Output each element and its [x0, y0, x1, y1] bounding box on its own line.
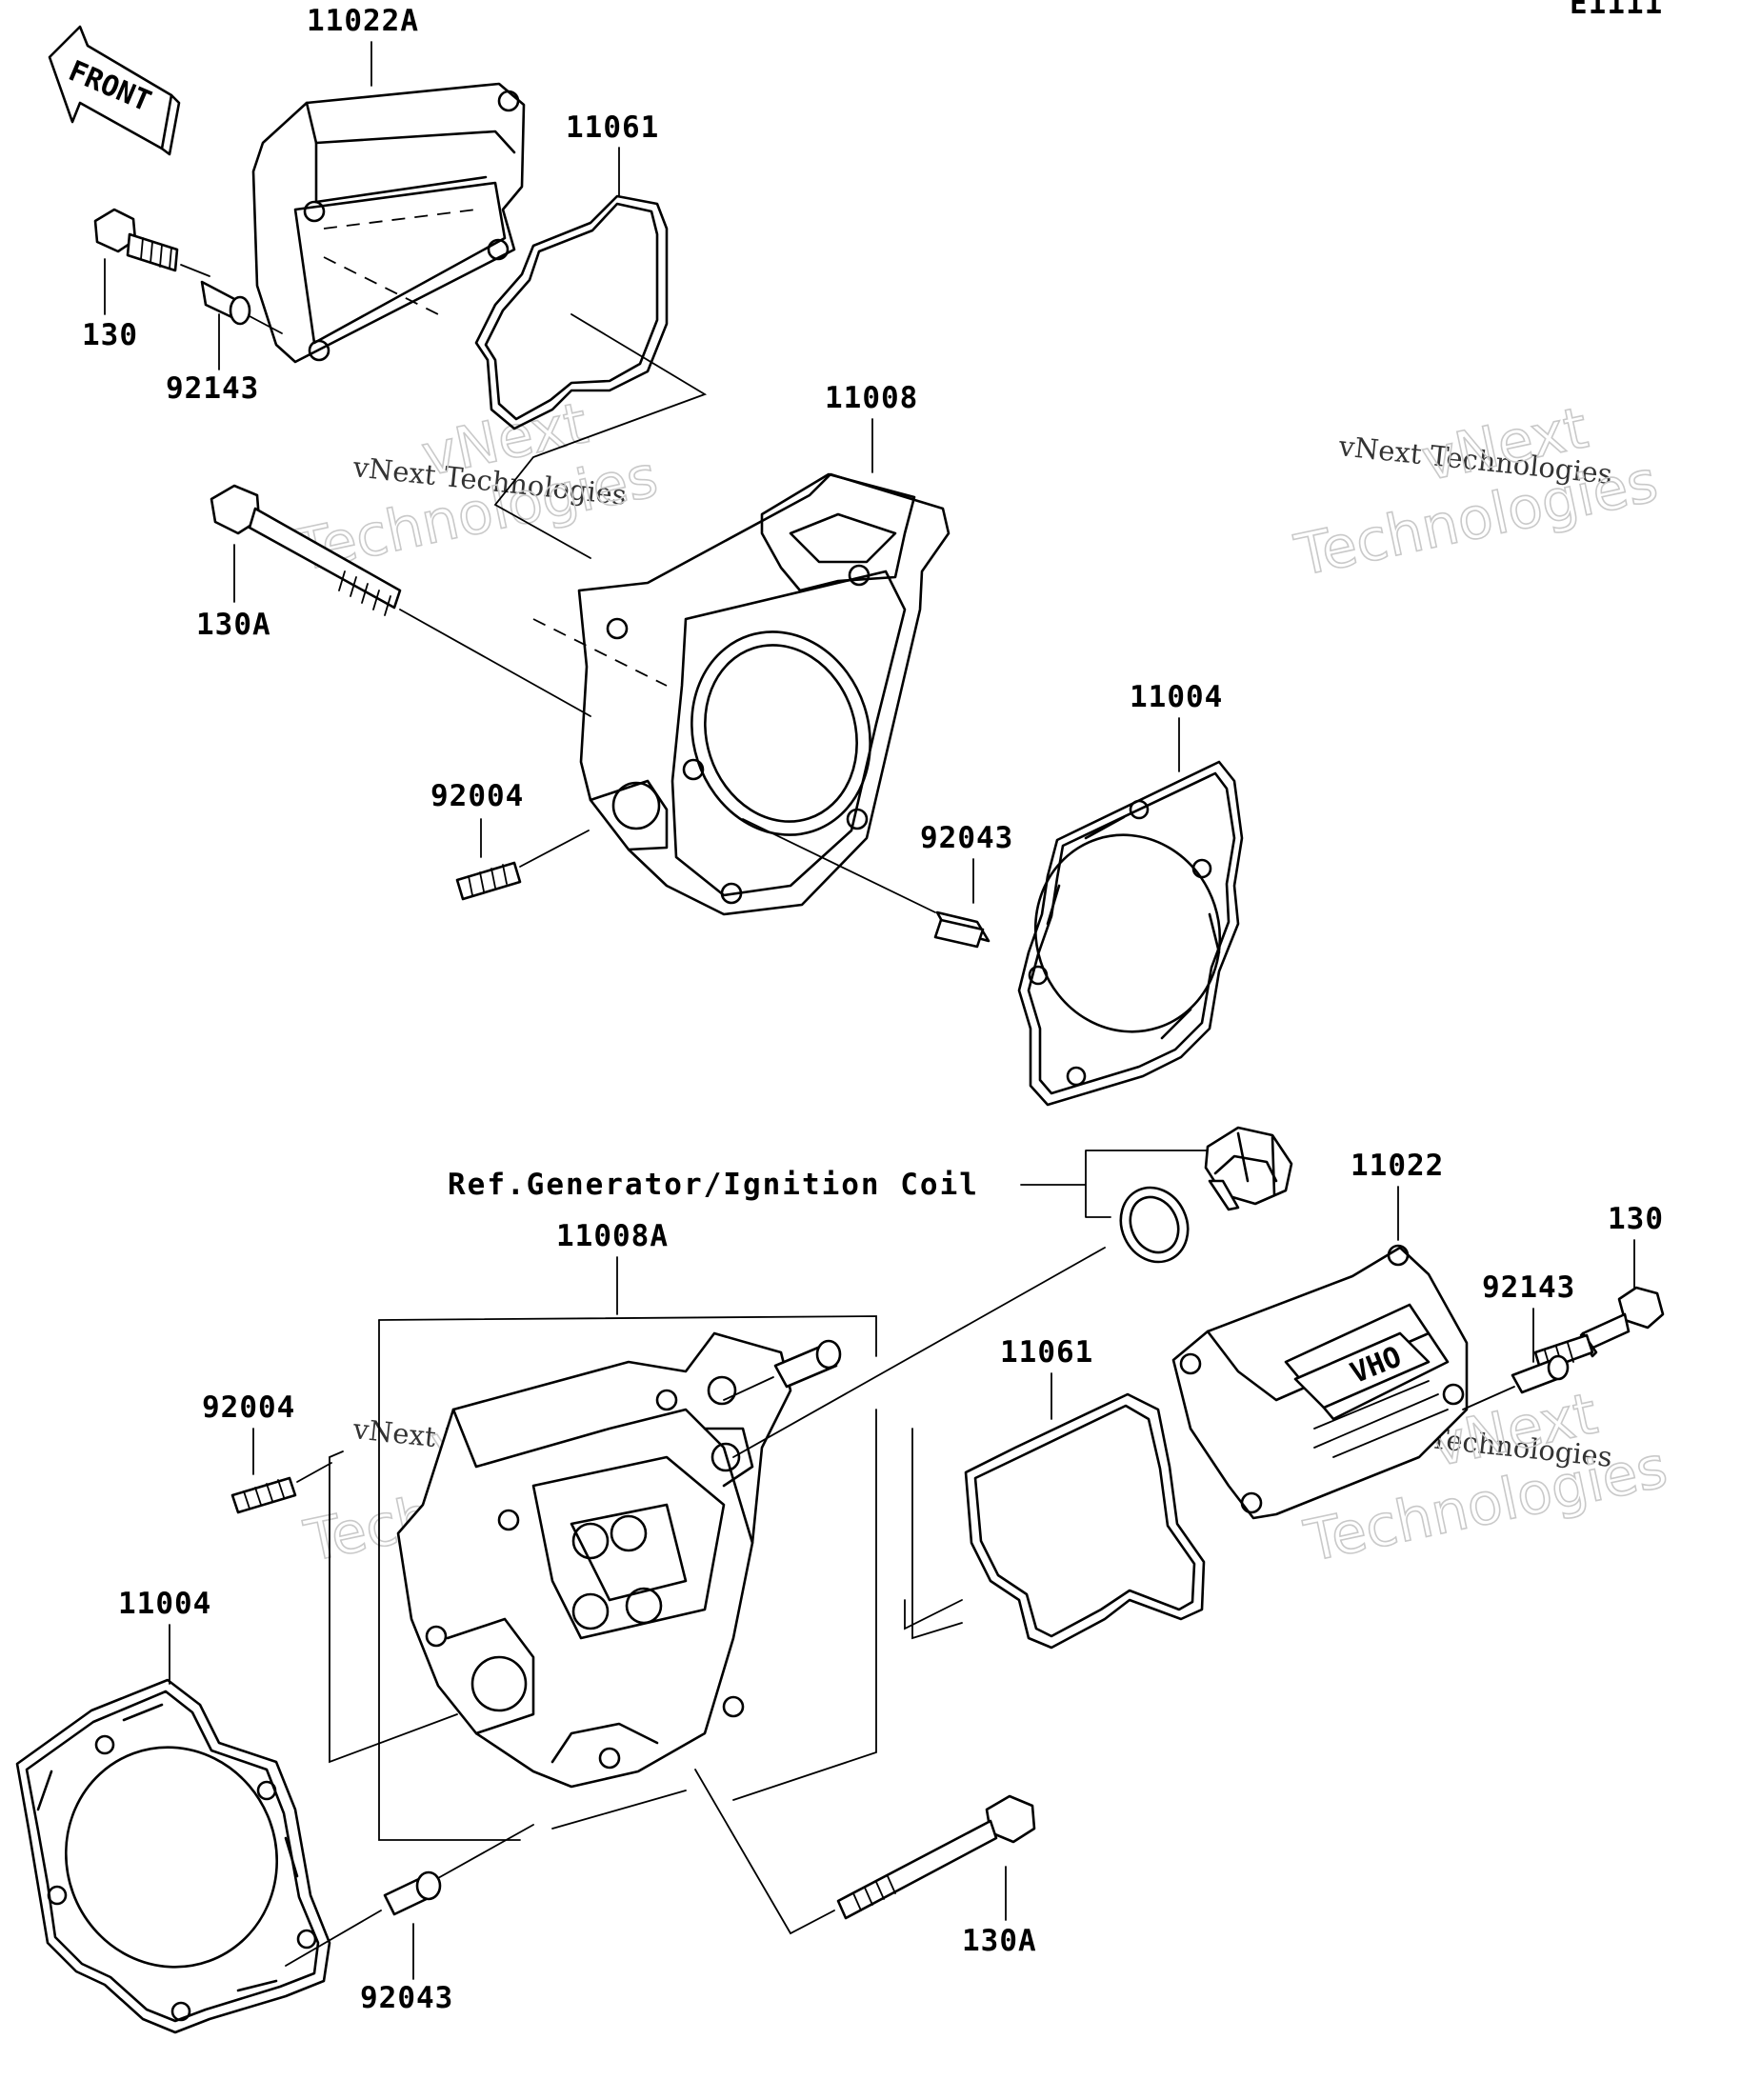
- bolt-lower-right: [1533, 1286, 1665, 1373]
- part-number: 11061: [1000, 1335, 1093, 1370]
- cylinder-head: [396, 1331, 792, 1789]
- oil-plug-sleeve: [723, 1339, 842, 1401]
- dowel-upper-left: [200, 280, 283, 334]
- rocker-cover-upper: [251, 82, 526, 364]
- part-number: 11022: [1351, 1149, 1444, 1183]
- part-number: 92143: [1482, 1270, 1575, 1305]
- bolt-long-upper: [210, 484, 591, 717]
- reference-note-label: Ref.Generator/Ignition Coil: [448, 1168, 979, 1202]
- part-callout-p7[interactable]: 11004: [1130, 680, 1223, 772]
- bolt-long-lower: [694, 1769, 1036, 1935]
- rocker-cover-lower: OHV: [1171, 1244, 1469, 1520]
- part-number: 130A: [962, 1924, 1037, 1958]
- part-callout-p3[interactable]: 130: [82, 258, 138, 352]
- part-callout-p2[interactable]: 11061: [566, 110, 659, 196]
- part-callout-p4[interactable]: 92143: [166, 313, 259, 406]
- assembly-bracket: [329, 1315, 963, 1841]
- dowel-upper-right: [742, 818, 991, 949]
- oil-filler-plug: [1204, 1126, 1293, 1211]
- reference-note[interactable]: Ref.Generator/Ignition Coil: [448, 1150, 1209, 1218]
- gasket-upper: [474, 194, 708, 559]
- cylinder-block: [532, 472, 951, 916]
- part-callout-p12[interactable]: 92143: [1482, 1270, 1575, 1363]
- part-number: 130A: [196, 608, 271, 642]
- part-callout-p17[interactable]: 92043: [360, 1923, 453, 2015]
- part-callout-p5[interactable]: 11008: [825, 381, 918, 473]
- gasket-lower: [904, 1392, 1206, 1650]
- part-callout-p1[interactable]: 11022A: [307, 4, 419, 87]
- part-number: 92043: [920, 821, 1013, 855]
- part-callout-p8[interactable]: 92004: [430, 779, 524, 858]
- stud-lower: [230, 1462, 332, 1514]
- o-ring: [732, 1186, 1190, 1458]
- bolt-upper-left: [93, 208, 210, 277]
- part-number: 11004: [1130, 680, 1223, 714]
- part-callout-p11[interactable]: 130: [1608, 1202, 1664, 1289]
- part-number: 92143: [166, 371, 259, 406]
- part-number: 11008: [825, 381, 918, 415]
- head-gasket-left: [15, 1678, 331, 2034]
- part-number: 11061: [566, 110, 659, 145]
- part-number: 92004: [430, 779, 524, 813]
- stud-upper: [455, 830, 590, 901]
- part-callout-p15[interactable]: 92004: [202, 1390, 295, 1475]
- part-callout-p9[interactable]: 92043: [920, 821, 1013, 904]
- part-number: 92004: [202, 1390, 295, 1425]
- part-callout-p14[interactable]: 11061: [1000, 1335, 1093, 1420]
- diagram-code: E1111: [1570, 0, 1663, 21]
- part-callout-p18[interactable]: 130A: [962, 1866, 1037, 1958]
- part-number: 11008A: [556, 1219, 669, 1253]
- part-callout-p16[interactable]: 11004: [118, 1587, 211, 1685]
- part-number: 11004: [118, 1587, 211, 1621]
- part-number: 92043: [360, 1981, 453, 2015]
- part-callout-p10[interactable]: 11022: [1351, 1149, 1444, 1241]
- watermark-right-top-big: vNext Technologies: [1289, 394, 1664, 590]
- dowel-lower-left: [285, 1824, 534, 1967]
- front-arrow-icon: FRONT: [48, 25, 181, 156]
- dowel-lower-right: [1462, 1354, 1570, 1410]
- part-number: 130: [1608, 1202, 1664, 1236]
- part-number: 11022A: [307, 4, 419, 38]
- part-callout-p13[interactable]: 11008A: [556, 1219, 669, 1315]
- part-number: 130: [82, 318, 138, 352]
- part-callout-p6[interactable]: 130A: [196, 544, 271, 642]
- head-gasket-right: [1017, 760, 1244, 1107]
